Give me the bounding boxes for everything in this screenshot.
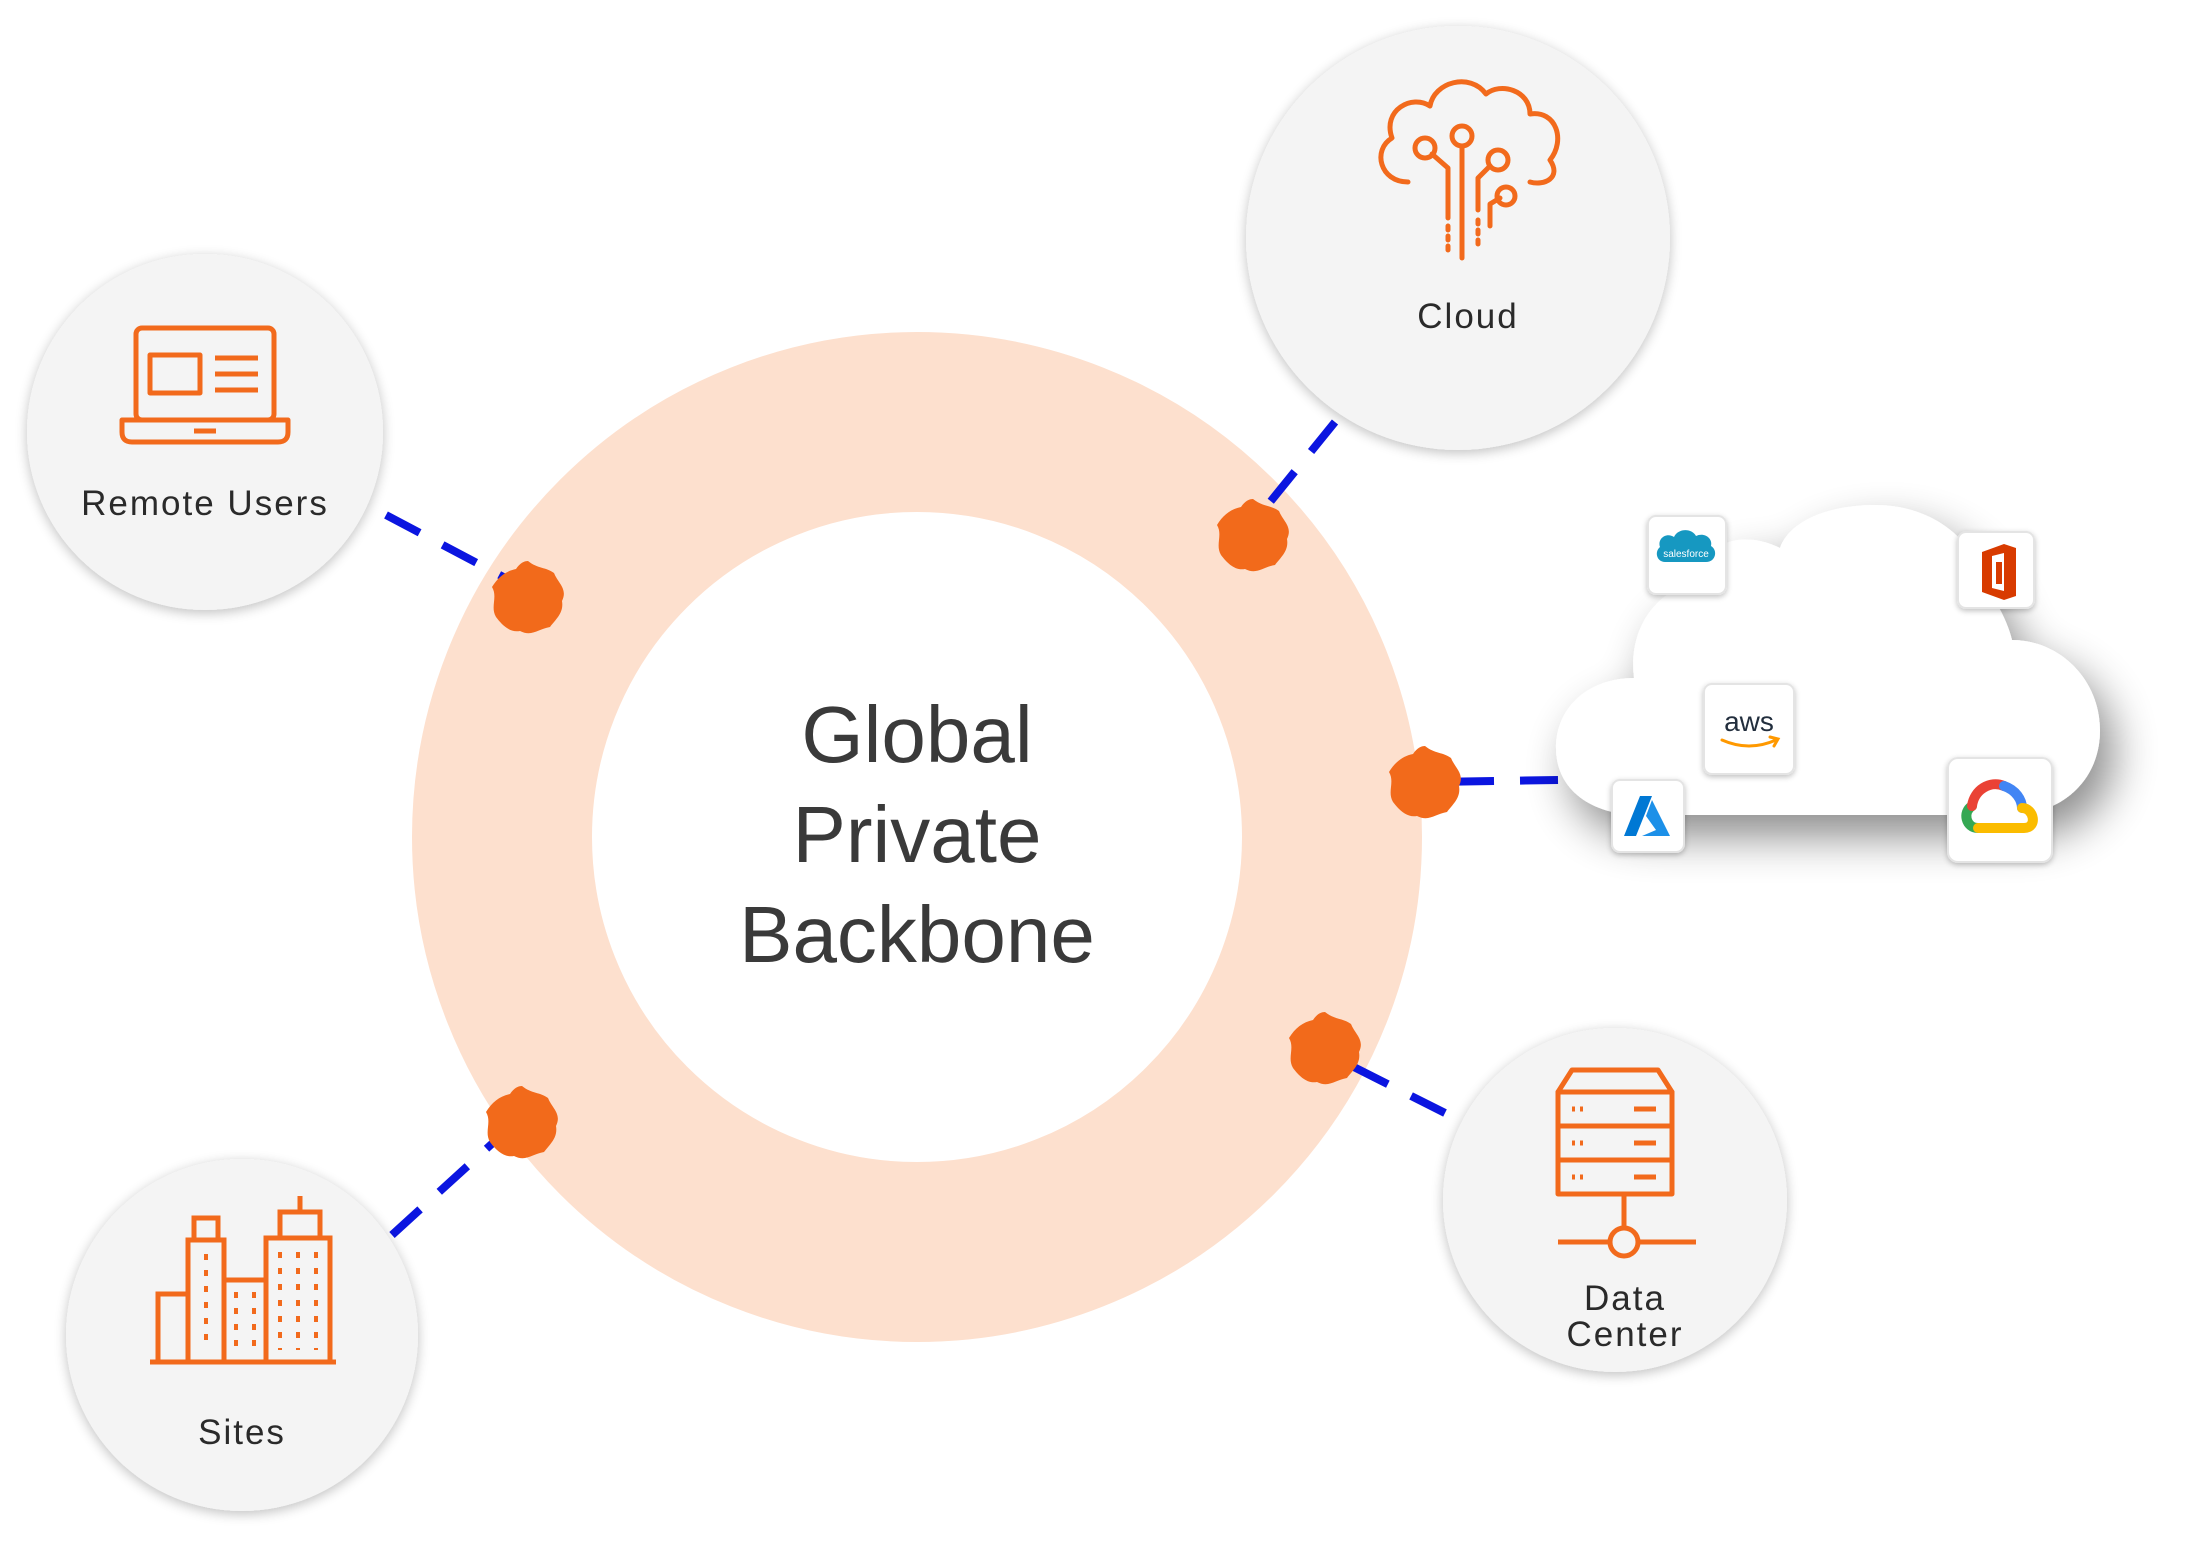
node-data-center[interactable]: Data Center	[1443, 1028, 1787, 1372]
google-cloud-icon	[1961, 779, 2038, 833]
aws-tile[interactable]: aws	[1703, 683, 1795, 775]
office-icon	[1982, 544, 2016, 600]
node-remote-users[interactable]: Remote Users	[27, 254, 383, 610]
node-label-sites: Sites	[198, 1413, 286, 1452]
center-line-1: Global	[801, 690, 1032, 779]
azure-tile[interactable]	[1611, 779, 1685, 853]
office-tile[interactable]	[1957, 531, 2035, 609]
node-sites[interactable]: Sites	[66, 1159, 418, 1511]
salesforce-logo-text: salesforce	[1663, 549, 1709, 560]
server-icon	[1555, 1067, 1696, 1259]
connector-data-center	[1328, 1051, 1447, 1117]
buildings-icon	[150, 1196, 336, 1365]
node-cloud[interactable]: Cloud	[1246, 26, 1670, 450]
saas-cloud[interactable]: salesforce aws	[1556, 505, 2100, 863]
node-label-remote-users: Remote Users	[81, 484, 329, 523]
center-label: Global Private Backbone	[739, 690, 1095, 979]
center-line-3: Backbone	[739, 890, 1095, 979]
cloud-network-icon	[1378, 79, 1561, 261]
node-label-data-center-1: Data	[1584, 1279, 1666, 1318]
node-label-cloud: Cloud	[1417, 297, 1518, 336]
connector-cloud	[1258, 419, 1339, 515]
aws-smile-icon	[1720, 738, 1778, 748]
backbone-ring	[412, 332, 1422, 1342]
aws-logo-text: aws	[1724, 706, 1774, 737]
node-label-data-center-2: Center	[1566, 1315, 1683, 1354]
google-cloud-tile[interactable]	[1947, 757, 2053, 863]
connector-saas-cloud	[1427, 776, 1559, 786]
laptop-icon	[119, 325, 291, 445]
salesforce-tile[interactable]: salesforce	[1647, 515, 1727, 595]
center-line-2: Private	[793, 790, 1042, 879]
azure-icon	[1624, 796, 1670, 836]
